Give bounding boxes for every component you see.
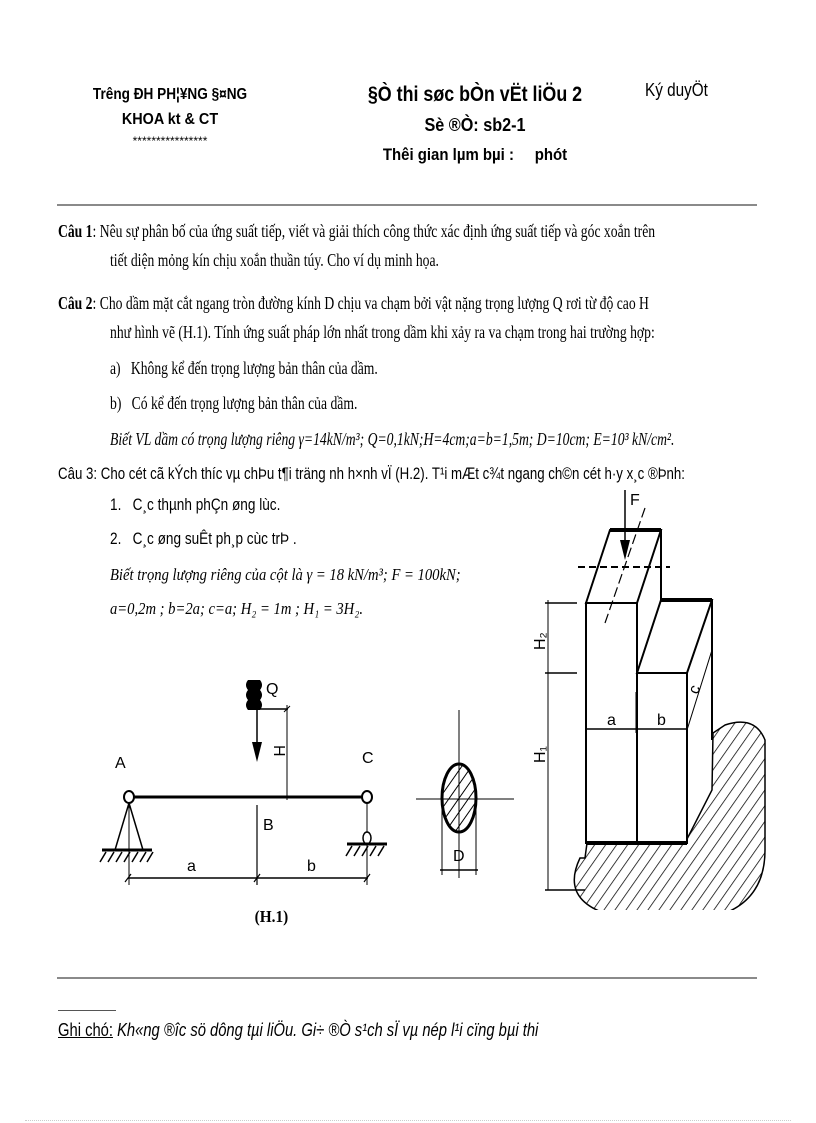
label-c-point: C (362, 750, 374, 767)
school-name: Trêng ĐH PH¦¥NG §¤NG (92, 86, 248, 103)
column-tall-part (585, 602, 638, 844)
label-h1: H₁ (532, 746, 549, 763)
question-1-label: Câu 1 (58, 221, 93, 241)
force-arrow-icon (620, 540, 630, 560)
exam-code: Sè ®Ò: sb2-1 (424, 115, 526, 135)
question-3-item-1: 1. C¸c thµnh phÇn øng lùc. (110, 495, 281, 514)
question-2-label: Câu 2 (58, 293, 93, 313)
exam-time: Thêi gian lµm bµi : phót (382, 145, 568, 164)
roller-support-c (361, 790, 373, 804)
question-2-line-2: như hình vẽ (H.1). Tính ứng suất pháp lớ… (110, 322, 655, 342)
question-2-item-b: b) Có kể đến trọng lượng bản thân của dầ… (110, 393, 358, 413)
question-2-line-1: Câu 2: Cho dầm mặt cắt ngang tròn đường … (58, 293, 649, 313)
figure-h2-column: F H₂ H₁ a b c (532, 490, 766, 910)
footnote-label: Ghi chó: (58, 1020, 113, 1040)
footnote-text: Kh«ng ®­îc sö dông tµi liÖu. Gi÷ ®Ò s¹ch… (112, 1020, 539, 1040)
falling-weight-icon (246, 680, 262, 710)
question-3-line-1: Câu 3: Cho cét cã kÝch th­íc vµ chÞu t¶i… (58, 464, 685, 483)
question-1-line-1: Câu 1: Nêu sự phân bố của ứng suất tiếp,… (58, 221, 656, 241)
note-short-rule (58, 1010, 116, 1011)
label-b-dim: b (657, 712, 666, 729)
question-1-line-2: tiết diện mỏng kín chịu xoắn thuần túy. … (110, 250, 439, 270)
footnote: Ghi chó: Kh«ng ®­îc sö dông tµi liÖu. Gi… (58, 1020, 538, 1041)
label-a-dim: a (607, 712, 616, 729)
label-b-point: B (263, 817, 274, 834)
label-a-span: a (187, 858, 196, 875)
circular-section (440, 762, 478, 834)
pin-support-a (123, 790, 135, 804)
arrow-down-icon (252, 742, 262, 762)
question-3-given-2: a=0,2m ; b=2a; c=a; H₂ = 1m ; H₁ = 3H₂. (110, 599, 363, 618)
label-q: Q (266, 681, 278, 698)
page-bottom-edge (25, 1120, 791, 1122)
exam-title: §Ò thi søc bÒn vËt liÖu 2 (367, 83, 583, 106)
ground-hatch (573, 721, 766, 910)
school-header: Trêng ĐH PH¦¥NG §¤NG KHOA kt & CT ******… (70, 82, 270, 150)
label-f: F (630, 492, 640, 509)
label-b-span: b (307, 858, 316, 875)
figure-h1-cross-section: D (416, 710, 514, 878)
exam-header: §Ò thi søc bÒn vËt liÖu 2 Sè ®Ò: sb2-1 T… (340, 80, 610, 170)
figure-h1-beam: A C B Q H a b (H.1) (99, 680, 387, 926)
label-d: D (453, 848, 465, 865)
question-3-item-2: 2. C¸c øng suÊt ph¸p cùc trÞ . (110, 529, 297, 548)
ground-hatch-c (345, 845, 385, 857)
stars-divider: **************** (132, 134, 208, 148)
approval-label: Ký duyÖt (645, 80, 708, 100)
question-3-label: Câu 3 (58, 464, 94, 483)
figure-h1-caption: (H.1) (255, 908, 289, 926)
question-2-item-a: a) Không kể đến trọng lượng bản thân của… (110, 358, 378, 378)
question-3-given-1: Biết trọng lượng riêng của cột là γ = 18… (110, 565, 461, 584)
footer-divider (57, 977, 757, 979)
question-2-given: Biết VL dầm có trọng lượng riêng γ=14kN/… (110, 429, 675, 449)
label-h: H (270, 745, 287, 757)
label-a-point: A (115, 755, 126, 772)
header-divider (57, 204, 757, 206)
label-h2: H₂ (532, 632, 549, 650)
faculty-name: KHOA kt & CT (121, 111, 219, 128)
ground-hatch-a (99, 851, 154, 863)
